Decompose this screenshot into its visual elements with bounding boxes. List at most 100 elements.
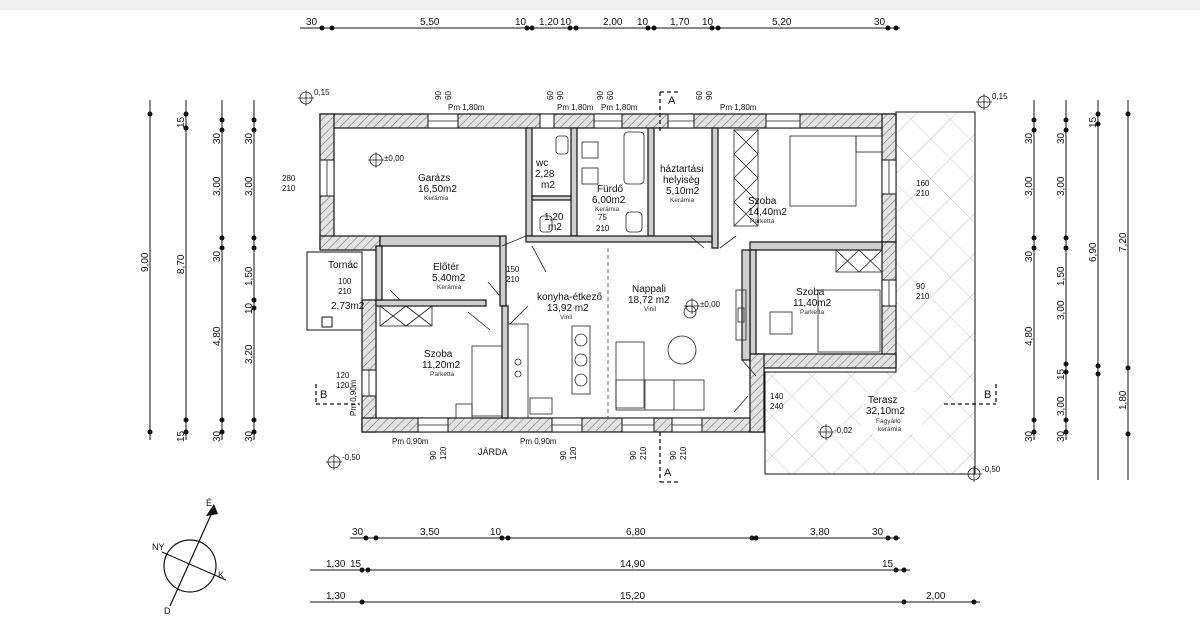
svg-text:1,50: 1,50 [244, 266, 255, 286]
dim-top-3: 1,20 [539, 17, 559, 28]
dim-top-4: 10 [560, 17, 572, 28]
section-b-right: B [984, 389, 991, 401]
svg-text:15: 15 [1056, 368, 1067, 380]
szoba2-mat: Parketta [800, 309, 825, 316]
eloter-area: 5,40m2 [432, 273, 466, 284]
dimension-right: 30 3,00 30 4,80 30 30 3,00 1,50 3,00 15 … [1024, 100, 1131, 480]
svg-text:3,00: 3,00 [244, 176, 255, 196]
szoba1-mat: Parketta [750, 218, 775, 225]
svg-text:30: 30 [212, 250, 223, 262]
svg-text:15: 15 [176, 430, 187, 442]
svg-text:Pm 0,90m: Pm 0,90m [392, 437, 429, 446]
svg-text:90: 90 [629, 451, 638, 460]
wc-area: 2,28 [535, 169, 555, 180]
svg-text:Pm 1,80m: Pm 1,80m [601, 103, 638, 112]
garage-level: ±0,00 [384, 154, 405, 163]
svg-text:3,50: 3,50 [420, 527, 440, 538]
left-windows [319, 159, 377, 397]
dimension-top: 30 5,50 10 1,20 10 2,00 10 1,70 10 5,20 … [300, 17, 900, 31]
svg-text:Pm 1,80m: Pm 1,80m [557, 103, 594, 112]
wcsmall-area: m2 [548, 222, 562, 233]
svg-text:3,00: 3,00 [1056, 176, 1067, 196]
svg-text:90: 90 [434, 91, 443, 100]
level-living: ±0,00 [684, 298, 721, 314]
svg-text:1,30: 1,30 [326, 559, 346, 570]
haztartasi-name: háztartási [660, 164, 703, 175]
section-b: B B [315, 384, 997, 405]
svg-text:60: 60 [546, 91, 555, 100]
svg-text:90: 90 [669, 451, 678, 460]
svg-text:15: 15 [1088, 116, 1099, 128]
svg-text:150: 150 [506, 265, 520, 274]
top-windows [427, 113, 801, 129]
wc-name: wc [535, 158, 548, 169]
svg-text:30: 30 [352, 527, 364, 538]
svg-text:120: 120 [336, 371, 350, 380]
svg-text:14,90: 14,90 [620, 559, 645, 570]
svg-text:140: 140 [770, 392, 784, 401]
konyha-name: konyha-étkező [537, 292, 602, 303]
level-markers: 0,15 0,15 -0,50 -0,50 [298, 88, 1008, 482]
dim-top-10: 30 [874, 17, 886, 28]
level-tl: 0,15 [314, 88, 330, 97]
svg-text:120: 120 [439, 446, 448, 460]
room-konyha: konyha-étkező 13,92 m2 Vinil [537, 292, 602, 321]
svg-text:240: 240 [770, 402, 784, 411]
room-szoba1: Szoba 14,40m2 Parketta [748, 196, 787, 225]
dim-top-0: 30 [306, 17, 318, 28]
dimension-bottom-2: 1,30 15 14,90 15 [310, 559, 910, 573]
svg-text:90: 90 [559, 451, 568, 460]
svg-text:90: 90 [556, 91, 565, 100]
level-bl: -0,50 [342, 453, 361, 462]
haztartasi-area: 5,10m2 [666, 186, 700, 197]
svg-text:210: 210 [916, 292, 930, 301]
compass-icon: É NY K D [152, 498, 227, 616]
svg-text:90: 90 [916, 282, 925, 291]
svg-text:3,00: 3,00 [1056, 396, 1067, 416]
nappali-mat: Vinil [644, 306, 657, 313]
konyha-mat: Vinil [560, 314, 573, 321]
svg-text:210: 210 [639, 446, 648, 460]
svg-text:Pm 1,80m: Pm 1,80m [720, 103, 757, 112]
terasz-area: 32,10m2 [866, 406, 905, 417]
szoba1-name: Szoba [748, 196, 777, 207]
svg-text:30: 30 [212, 430, 223, 442]
room-wc: wc 2,28 m2 1,20 m2 [535, 158, 564, 233]
haztartasi-name2: helyiség [663, 175, 700, 186]
compass-east: K [218, 570, 224, 580]
svg-text:60: 60 [444, 91, 453, 100]
room-szoba3: Szoba 11,20m2 Parketta [422, 349, 461, 378]
level-garage: ±0,00 [368, 152, 405, 168]
szoba2-area: 11,40m2 [793, 298, 832, 309]
szoba1-area: 14,40m2 [748, 207, 787, 218]
tornac-name: Tornác [328, 260, 358, 271]
right-windows [881, 159, 897, 307]
dimension-bottom-3: 1,30 15,20 2,00 [310, 591, 980, 605]
svg-text:3,00: 3,00 [212, 176, 223, 196]
furdo-mat: Kerámia [595, 206, 620, 213]
svg-text:1,80: 1,80 [1118, 390, 1129, 410]
svg-text:15: 15 [176, 116, 187, 128]
svg-text:4,80: 4,80 [212, 326, 223, 346]
terasz-mat2: kerámia [878, 426, 902, 433]
svg-text:3,20: 3,20 [244, 344, 255, 364]
svg-text:15: 15 [882, 559, 894, 570]
garazs-mat: Kerámia [424, 195, 449, 202]
svg-text:2,00: 2,00 [926, 591, 946, 602]
svg-text:30: 30 [1056, 132, 1067, 144]
room-szoba2: Szoba 11,40m2 Parketta [793, 287, 832, 316]
svg-text:10: 10 [244, 302, 255, 314]
svg-text:160: 160 [916, 179, 930, 188]
room-garazs: Garázs 16,50m2 Kerámia [418, 173, 457, 202]
svg-text:30: 30 [1024, 250, 1035, 262]
svg-text:210: 210 [506, 275, 520, 284]
interior-walls [375, 127, 883, 419]
dim-top-6: 10 [637, 17, 649, 28]
terasz-name: Terasz [868, 395, 897, 406]
dimension-left: 9,00 15 8,70 15 30 3,00 30 4,80 30 30 3,… [140, 100, 257, 442]
level-tr: 0,15 [992, 92, 1008, 101]
wc-area2: m2 [541, 180, 555, 191]
svg-text:30: 30 [1024, 132, 1035, 144]
room-tornac: Tornác 2,73m2 [328, 260, 365, 312]
